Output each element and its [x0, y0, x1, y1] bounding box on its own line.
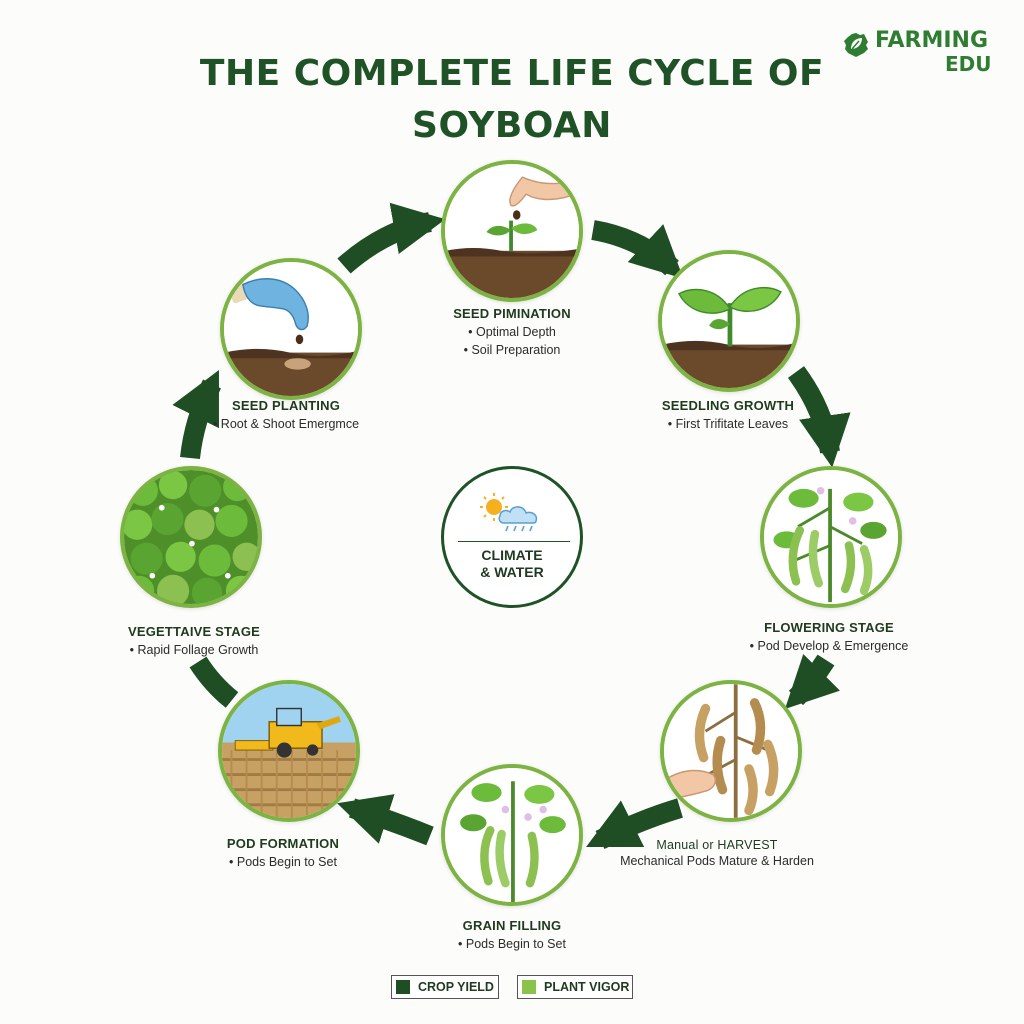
stage-bullet: • Pods Begin to Set [229, 855, 337, 869]
arrow-harvest-to-grainfilling [586, 798, 683, 849]
stage-node-grain-filling [441, 764, 583, 906]
brand-logo: FARMING EDU [842, 28, 1002, 78]
stage-label-4: GRAIN FILLING • Pods Begin to Set [401, 918, 623, 951]
stage-bullet: • Optimal Depth [468, 325, 556, 339]
dense-foliage-icon [124, 470, 258, 604]
legend-label: CROP YIELD [418, 980, 494, 994]
stage-bullet: • Rapid Follage Growth [129, 643, 259, 657]
stage-label-7: SEED PLANTING • Root & Shoot Emergmce [186, 398, 386, 431]
center-climate-water: CLIMATE & WATER [441, 466, 583, 608]
stage-node-seed-pimination [441, 160, 583, 302]
seedling-icon [662, 254, 796, 388]
stage-node-seed-planting [220, 258, 362, 400]
stage-name: POD FORMATION [226, 836, 340, 851]
legend-plant-vigor: PLANT VIGOR [517, 975, 633, 999]
stage-name: VEGETTAIVE STAGE [127, 624, 260, 639]
hand-seed-sprout-icon [445, 164, 579, 298]
stage-node-vegetative-stage [120, 466, 262, 608]
stage-label-1: SEEDLING GROWTH • First Trifitate Leaves [628, 398, 828, 431]
arrow-flowering-to-harvest [784, 653, 841, 710]
arrow-seedling-to-flowering [787, 366, 851, 468]
pod-plant-icon [764, 470, 898, 604]
stage-node-seedling-growth [658, 250, 800, 392]
stage-name: SEED PIMINATION [453, 306, 571, 321]
flowering-pod-plant-icon [445, 768, 579, 902]
center-line-2: & WATER [480, 564, 544, 580]
brand-line-2: EDU [945, 52, 992, 76]
arrow-planting-to-germination [337, 202, 446, 274]
arrow-vegetative-to-planting [172, 370, 221, 460]
center-text: CLIMATE & WATER [444, 547, 580, 581]
page-title: THE COMPLETE LIFE CYCLE OF SOYBOAN [150, 48, 874, 152]
hand-mature-pods-icon [664, 684, 798, 818]
stage-label-5: POD FORMATION • Pods Begin to Set [188, 836, 378, 869]
stage-label-2: FLOWERING STAGE • Pod Develop & Emergenc… [716, 620, 942, 653]
arrow-podformation-to-vegetative [189, 656, 239, 708]
stage-name: SEEDLING GROWTH [661, 398, 795, 413]
stage-bullet: • Pods Begin to Set [458, 937, 566, 951]
legend-swatch [522, 980, 536, 994]
center-divider [458, 541, 570, 542]
legend-label: PLANT VIGOR [544, 980, 630, 994]
title-line-1: THE COMPLETE LIFE CYCLE OF [199, 53, 825, 94]
leaf-gear-logo-icon [844, 33, 868, 57]
center-line-1: CLIMATE [481, 547, 543, 563]
stage-bullet: • Root & Shoot Emergmce [212, 417, 360, 431]
legend-swatch [396, 980, 410, 994]
stage-name: FLOWERING STAGE [764, 620, 894, 635]
stage-node-pod-formation [218, 680, 360, 822]
gloved-hand-seed-icon [224, 262, 358, 396]
stage-bullet: • First Trifitate Leaves [667, 417, 789, 431]
brand-line-1: FARMING [875, 28, 989, 53]
arrow-grainfilling-to-podformation [337, 794, 434, 846]
legend-crop-yield: CROP YIELD [391, 975, 499, 999]
title-line-2: SOYBOAN [412, 105, 612, 146]
stage-label-3: Manual or HARVEST Mechanical Pods Mature… [612, 838, 822, 868]
stage-label-0: SEED PIMINATION • Optimal Depth • Soil P… [401, 306, 623, 357]
stage-bullet: • Pod Develop & Emergence [749, 639, 909, 653]
stage-name: Manual or HARVEST [656, 838, 778, 852]
stage-node-flowering-stage [760, 466, 902, 608]
stage-label-6: VEGETTAIVE STAGE • Rapid Follage Growth [96, 624, 292, 657]
arrow-germination-to-seedling [591, 220, 684, 279]
combine-harvester-icon [222, 684, 356, 818]
stage-name: SEED PLANTING [231, 398, 341, 413]
stage-bullet: Mechanical Pods Mature & Harden [620, 854, 814, 868]
stage-node-manual-harvest [660, 680, 802, 822]
stage-bullet: • Soil Preparation [463, 343, 561, 357]
sun-rain-cloud-icon [480, 493, 538, 532]
stage-name: GRAIN FILLING [462, 918, 562, 933]
